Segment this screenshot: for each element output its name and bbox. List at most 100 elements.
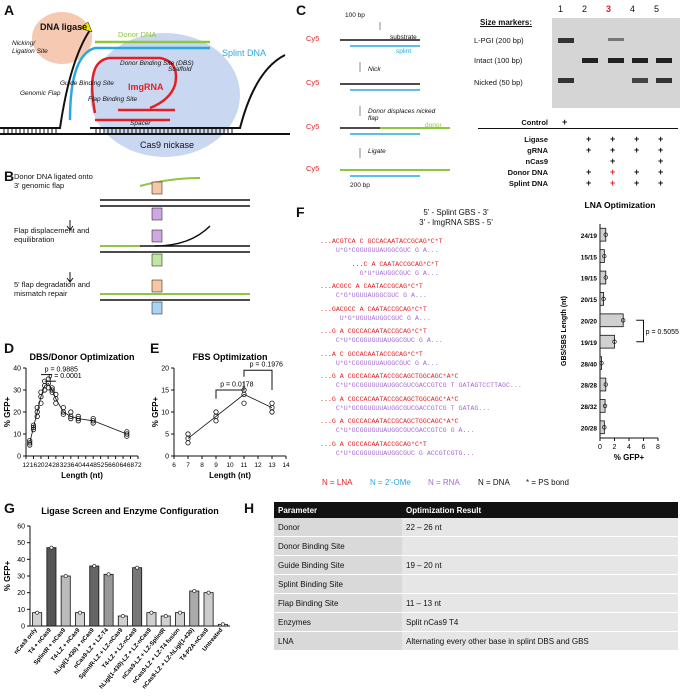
donor-dna-label: Donor DNA [118, 30, 157, 39]
category-label: 20/28 [581, 426, 598, 433]
plus-mark: + [562, 117, 568, 127]
genomic-flap-label: Genomic Flap [20, 90, 61, 97]
panel-label-a: A [4, 2, 15, 18]
step1-text: Donor DNA ligated onto 3' genomic flap [14, 172, 93, 190]
legend-ps: * = PS bond [526, 478, 569, 487]
x-tick-label: 44 [82, 462, 90, 469]
category-label: 20/15 [581, 297, 598, 304]
seq-top: ...GACGCC A CAATACCGCAG*C*T [320, 305, 427, 313]
bracket-1 [215, 381, 245, 399]
data-point [241, 400, 247, 406]
x-tick-label: 36 [67, 462, 75, 469]
marker-intact: Intact (100 bp) [474, 56, 523, 65]
category-label: 20/20 [581, 319, 598, 326]
category-label: 28/32 [581, 404, 598, 411]
chart-title: LNA Optimization [585, 200, 656, 210]
plus-mark: + [634, 145, 640, 155]
x-tick-label: 7 [186, 462, 190, 469]
x-tick-label: 2 [613, 444, 617, 451]
data-point [90, 418, 96, 424]
data-point [120, 614, 125, 618]
seq-top: ...ACGTCA C GCCACAATACCGCAG*C*T [320, 238, 443, 245]
seq-top: ...ACGCC A CAATACCGCAG*C*T [320, 283, 423, 290]
condition-label: gRNA [527, 146, 548, 155]
data-point [135, 565, 140, 570]
data-point [149, 610, 154, 615]
p-value-2: p = 0.0001 [48, 373, 81, 380]
cy5-label-4: Cy5 [306, 164, 320, 173]
data-point [601, 296, 606, 302]
data-point [75, 416, 81, 422]
p-value-1: p = 0.9885 [45, 366, 78, 373]
x-axis-label: Length (nt) [209, 471, 251, 480]
param-cell: Splint Binding Site [274, 574, 402, 594]
condition-label: Donor DNA [507, 168, 548, 177]
data-point [90, 416, 96, 422]
marker-lpgi: L-PGI (200 bp) [474, 36, 524, 45]
panel-a-diagram [0, 12, 290, 157]
col-result: Optimization Result [402, 502, 678, 518]
plus-mark: + [586, 167, 592, 177]
y-tick-label: 0 [17, 454, 21, 461]
category-label: 24/19 [581, 233, 598, 240]
seq-bottom: U*G*CGGUGUUAUGGCGUC G A... [320, 247, 439, 254]
lane-label: 2 [582, 4, 588, 14]
step2-text: Flap displacement and equilibration [14, 226, 90, 244]
data-point [30, 422, 37, 428]
seq-bottom: C*G*UGUUAUGGCGUC G A... [320, 292, 427, 299]
p-value-2: p = 0.1976 [250, 362, 283, 369]
x-tick-label: 20 [37, 462, 45, 469]
y-tick-label: 5 [165, 432, 169, 439]
y-tick-label: 30 [17, 574, 25, 581]
data-point [213, 409, 219, 415]
donor-label: donor [425, 122, 442, 129]
bar [599, 270, 607, 285]
bar [132, 567, 143, 627]
data-point [213, 418, 219, 424]
data-point [68, 416, 74, 422]
bar [599, 334, 615, 349]
panel-c-diagram [340, 22, 450, 177]
x-tick-label: 6 [172, 462, 176, 469]
x-tick-label: 32 [60, 462, 68, 469]
x-tick-label: 24 [45, 462, 53, 469]
marker-nicked: Nicked (50 bp) [474, 78, 523, 87]
x-tick-label: 64 [119, 462, 127, 469]
bar [103, 573, 114, 627]
y-tick-label: 60 [17, 524, 25, 531]
x-tick-label: 68 [127, 462, 135, 469]
x-tick-label: 9 [214, 462, 218, 469]
lane-label: 5 [654, 4, 660, 14]
panel-label-g: G [4, 500, 15, 516]
data-point [78, 610, 82, 615]
data-point [603, 232, 608, 237]
lane-label: 1 [558, 4, 564, 14]
data-point [60, 405, 66, 411]
chart-title: DBS/Donor Optimization [30, 352, 135, 362]
seq-bottom: U*G*CGGUGUUAUGGCGUC G A... [320, 359, 439, 367]
y-tick-label: 30 [13, 388, 21, 395]
splint-label: splint [396, 48, 412, 55]
data-point [63, 574, 68, 578]
param-cell: LNA [274, 631, 402, 651]
seq-bottom: C*U*GCGGUGUUAUGGCGUCGACCGTCG T GATAG... [320, 404, 491, 412]
bar [46, 547, 57, 627]
x-tick-label: 52 [97, 462, 105, 469]
x-tick-label: 10 [226, 462, 234, 469]
plus-mark: + [658, 156, 664, 166]
plus-mark: + [610, 156, 616, 166]
x-tick-label: 12 [22, 462, 30, 469]
dna-ligase-label: DNA ligase [40, 22, 88, 32]
bar [599, 227, 607, 242]
x-tick-label: 8 [656, 444, 660, 451]
bar [89, 565, 100, 627]
bar [599, 249, 605, 263]
cy5-label-2: Cy5 [306, 78, 320, 87]
gel-separator [478, 128, 678, 129]
x-tick-label: 14 [282, 462, 290, 469]
